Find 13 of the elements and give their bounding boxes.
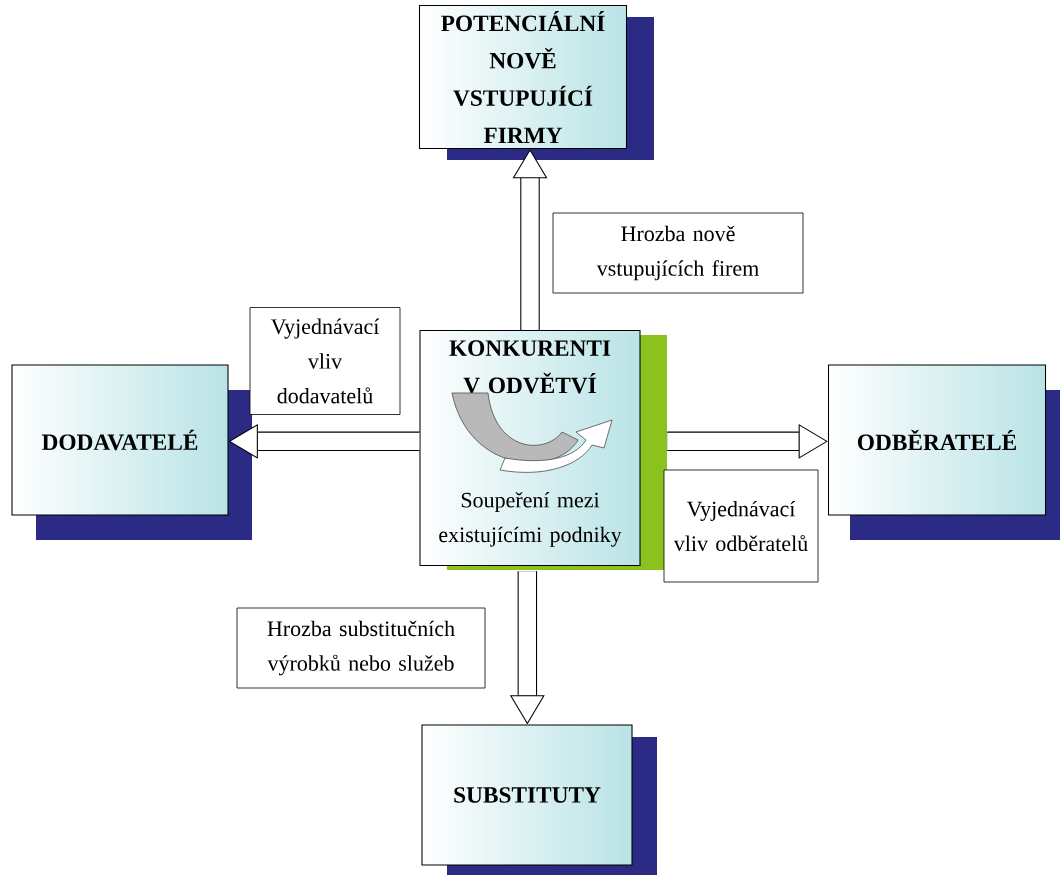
box bbox=[419, 329, 667, 570]
box: POTENCIÁLNÍ NOVĚ VSTUPUJÍCÍ FIRMY bbox=[418, 4, 654, 160]
box: SUBSTITUTY bbox=[421, 724, 657, 875]
block-arrow bbox=[512, 149, 548, 330]
edge-label: Vyjednávací vliv odběratelů bbox=[663, 469, 819, 583]
block-arrow bbox=[667, 423, 828, 459]
heading: KONKURENTI V ODVĚTVÍ bbox=[449, 340, 611, 394]
box: ODBĚRATELÉ bbox=[827, 364, 1060, 540]
edge-label: Hrozba substitučních výrobků nebo služeb bbox=[236, 607, 486, 689]
edge-label: Hrozba nově vstupujících firem bbox=[552, 212, 804, 294]
box: DODAVATELÉ bbox=[11, 364, 252, 540]
body-text: Soupeření mezi existujícími podniky bbox=[439, 492, 622, 547]
edge-label: Vyjednávací vliv dodavatelů bbox=[249, 307, 401, 415]
